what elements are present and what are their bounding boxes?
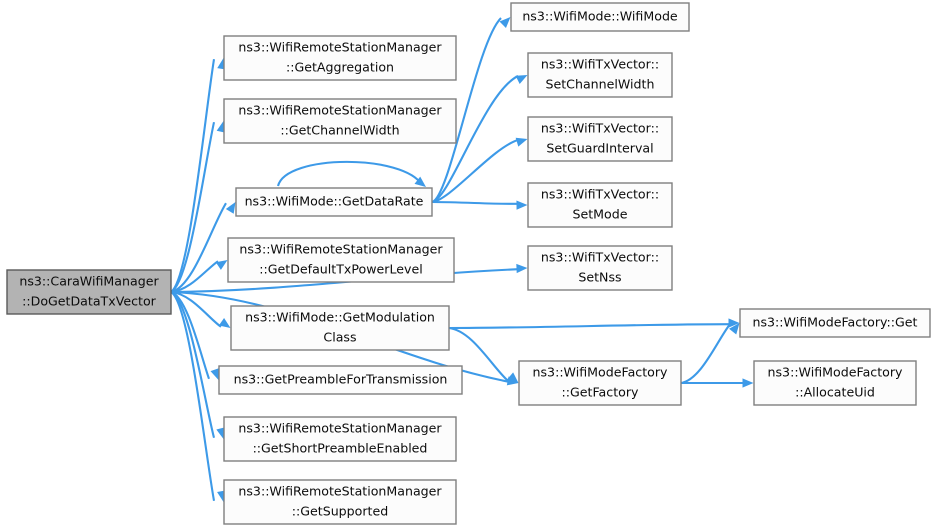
edge-arrow-set-mode [516, 200, 528, 210]
edge-get-modulation-class-to-get-factory [448, 326, 519, 383]
node-allocate-uid[interactable]: ns3::WifiModeFactory::AllocateUid [753, 360, 917, 406]
edge-get-factory-to-wifi-mode-factory-get [680, 323, 740, 385]
node-box-get-supported[interactable] [223, 479, 457, 525]
node-box-set-mode[interactable] [527, 182, 673, 228]
node-get-channel-width[interactable]: ns3::WifiRemoteStationManager::GetChanne… [223, 98, 457, 144]
edge-arrow-wifi-mode-factory-get [729, 323, 740, 335]
node-set-mode[interactable]: ns3::WifiTxVector::SetMode [527, 182, 673, 228]
node-box-get-factory[interactable] [518, 360, 682, 406]
node-box-get-default-tx-power-level[interactable] [227, 237, 455, 283]
edge-arrow-get-modulation-class [218, 317, 231, 328]
edge-arrow-get-short-preamble-enabled [216, 427, 226, 439]
edge-arrow-get-default-tx-power-level [215, 260, 228, 270]
edge-get-factory-to-allocate-uid [681, 378, 754, 388]
edge-get-data-rate-to-set-mode [431, 200, 528, 210]
node-get-default-tx-power-level[interactable]: ns3::WifiRemoteStationManager::GetDefaul… [227, 237, 455, 283]
node-box-set-nss[interactable] [527, 245, 673, 291]
edge-arrow-wifi-mode-factory-get [728, 318, 740, 328]
node-root[interactable]: ns3::CaraWifiManager::DoGetDataTxVector [6, 269, 172, 315]
node-layer: ns3::CaraWifiManager::DoGetDataTxVectorn… [6, 2, 931, 525]
node-get-supported[interactable]: ns3::WifiRemoteStationManager::GetSuppor… [223, 479, 457, 525]
node-box-set-channel-width[interactable] [527, 52, 673, 98]
node-get-preamble-for-transmission[interactable]: ns3::GetPreambleForTransmission [218, 365, 463, 395]
node-get-aggregation[interactable]: ns3::WifiRemoteStationManager::GetAggreg… [223, 35, 457, 81]
node-box-get-preamble-for-transmission[interactable] [218, 365, 463, 395]
edge-root-to-get-aggregation [170, 58, 227, 293]
edge-root-to-get-data-rate [170, 202, 236, 294]
edge-arrow-get-data-rate [225, 202, 236, 214]
edge-arrow-wifi-mode-ctor [499, 17, 511, 29]
edge-arrow-set-guard-interval [515, 137, 528, 147]
node-wifi-mode-factory-get[interactable]: ns3::WifiModeFactory::Get [739, 308, 931, 338]
edge-arrow-get-factory [507, 372, 519, 383]
edge-get-data-rate-to-wifi-mode-ctor [431, 17, 511, 204]
edge-get-data-rate-to-set-guard-interval [431, 137, 528, 204]
node-box-get-modulation-class[interactable] [230, 305, 450, 351]
node-wifi-mode-ctor[interactable]: ns3::WifiMode::WifiMode [510, 2, 690, 32]
edge-root-to-get-short-preamble-enabled [170, 291, 226, 439]
edge-arrow-set-nss [516, 263, 528, 274]
edge-arrow-get-preamble-for-transmission [210, 368, 220, 380]
node-box-get-aggregation[interactable] [223, 35, 457, 81]
edge-get-data-rate-to-set-channel-width [431, 75, 528, 204]
node-box-allocate-uid[interactable] [753, 360, 917, 406]
edge-layer [170, 17, 754, 502]
node-set-guard-interval[interactable]: ns3::WifiTxVector::SetGuardInterval [527, 116, 673, 162]
node-box-get-data-rate[interactable] [235, 187, 433, 217]
node-box-get-short-preamble-enabled[interactable] [223, 416, 457, 462]
node-box-get-channel-width[interactable] [223, 98, 457, 144]
node-get-factory[interactable]: ns3::WifiModeFactory::GetFactory [518, 360, 682, 406]
node-get-data-rate[interactable]: ns3::WifiMode::GetDataRate [235, 187, 433, 217]
edge-get-modulation-class-to-wifi-mode-factory-get [448, 318, 740, 330]
edge-get-data-rate-to-get-data-rate [276, 160, 426, 187]
edge-root-to-get-channel-width [170, 121, 226, 293]
node-box-set-guard-interval[interactable] [527, 116, 673, 162]
node-box-wifi-mode-ctor[interactable] [510, 2, 690, 32]
edge-arrow-allocate-uid [742, 378, 754, 388]
node-set-channel-width[interactable]: ns3::WifiTxVector::SetChannelWidth [527, 52, 673, 98]
edge-arrow-set-channel-width [515, 75, 528, 84]
node-box-root[interactable] [6, 269, 172, 315]
node-get-short-preamble-enabled[interactable]: ns3::WifiRemoteStationManager::GetShortP… [223, 416, 457, 462]
edge-arrow-self-loop [414, 176, 426, 187]
node-box-wifi-mode-factory-get[interactable] [739, 308, 931, 338]
node-set-nss[interactable]: ns3::WifiTxVector::SetNss [527, 245, 673, 291]
